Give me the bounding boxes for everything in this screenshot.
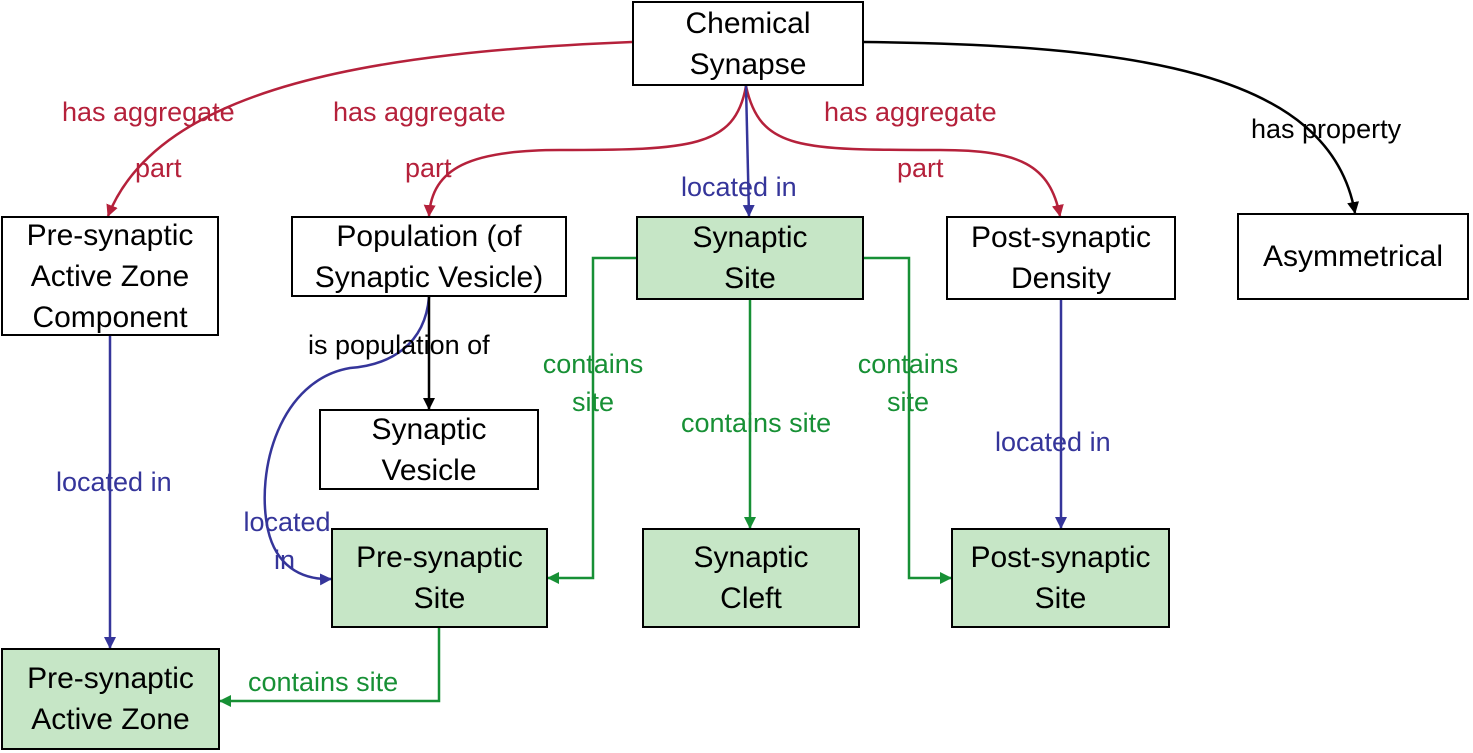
label-line: site bbox=[571, 387, 615, 417]
node-text-line: Cleft bbox=[720, 582, 782, 615]
node-text-line: Asymmetrical bbox=[1262, 240, 1443, 273]
label-has-aggregate-part-left: has aggregate bbox=[62, 93, 235, 131]
node-text-line: Synaptic bbox=[692, 221, 808, 254]
label-line: has aggregate bbox=[62, 97, 235, 127]
node-text-line: Active Zone bbox=[31, 703, 190, 736]
node-text-line: Synaptic bbox=[693, 541, 809, 574]
label-line: located in bbox=[681, 172, 797, 202]
node-synaptic-site: Synaptic Site bbox=[636, 216, 864, 300]
label-line: part bbox=[897, 153, 944, 183]
edge-contains-site-to-active-zone bbox=[219, 627, 441, 707]
node-text-line: Component bbox=[32, 300, 188, 334]
node-text-line: Post-synaptic bbox=[970, 541, 1151, 574]
node-text-line: Site bbox=[1034, 582, 1087, 615]
edge-contains-site-to-pre-site bbox=[547, 256, 636, 584]
label-line: site bbox=[886, 387, 930, 417]
node-synaptic-vesicle: Synaptic Vesicle bbox=[319, 409, 539, 490]
label-line: in bbox=[274, 545, 296, 575]
node-synaptic-cleft: Synaptic Cleft bbox=[642, 528, 860, 628]
label-part-right: part bbox=[897, 149, 944, 187]
node-chemical-synapse: Chemical Synapse bbox=[632, 1, 864, 86]
label-part-mid: part bbox=[405, 149, 452, 187]
label-has-aggregate-part-mid: has aggregate bbox=[333, 93, 506, 131]
label-line: is population of bbox=[308, 330, 490, 360]
label-has-aggregate-part-right: has aggregate bbox=[824, 93, 997, 131]
edge-has-property-to-asymmetrical bbox=[863, 40, 1360, 214]
label-line: has aggregate bbox=[333, 97, 506, 127]
edge-contains-site-to-post-site bbox=[864, 256, 952, 584]
label-line: part bbox=[135, 153, 182, 183]
label-line: has property bbox=[1251, 114, 1402, 144]
node-text-line: Synaptic Vesicle) bbox=[314, 260, 544, 294]
node-text-line: Density bbox=[1010, 262, 1112, 295]
node-text-line: Population (of bbox=[336, 219, 522, 253]
node-text-line: Synapse bbox=[689, 47, 807, 81]
label-line: part bbox=[405, 153, 452, 183]
edge-has-aggregate-part-to-population bbox=[423, 85, 748, 217]
label-part-left: part bbox=[135, 149, 182, 187]
node-pre-synaptic-active-zone-component: Pre-synaptic Active Zone Component bbox=[1, 216, 219, 336]
label-contains-site-bottom: contains site bbox=[248, 663, 398, 701]
node-text-line: Pre-synaptic bbox=[27, 662, 194, 695]
label-line: located bbox=[243, 507, 331, 537]
node-text-line: Post-synaptic bbox=[970, 221, 1152, 254]
label-line: contains bbox=[542, 349, 644, 379]
node-text-line: Pre-synaptic bbox=[26, 218, 194, 252]
node-text-line: Site bbox=[724, 262, 776, 295]
label-line: has aggregate bbox=[824, 97, 997, 127]
node-text-line: Pre-synaptic bbox=[356, 541, 523, 574]
edge-located-in-to-synaptic-site bbox=[742, 85, 755, 217]
label-line: contains site bbox=[681, 408, 832, 438]
node-text-line: Synaptic bbox=[371, 412, 487, 446]
node-text-line: Active Zone bbox=[30, 259, 190, 293]
node-post-synaptic-density: Post-synaptic Density bbox=[946, 216, 1176, 300]
label-contains-site-left: contains site bbox=[533, 345, 653, 421]
node-pre-synaptic-site: Pre-synaptic Site bbox=[331, 528, 548, 628]
node-population-of-synaptic-vesicle: Population (of Synaptic Vesicle) bbox=[291, 216, 567, 297]
label-contains-site-center: contains site bbox=[681, 404, 831, 442]
node-asymmetrical: Asymmetrical bbox=[1237, 213, 1469, 300]
edge-has-aggregate-part-to-active-zone-component bbox=[106, 40, 633, 217]
label-located-in-post-site: located in bbox=[995, 423, 1111, 461]
label-contains-site-right: contains site bbox=[848, 345, 968, 421]
node-text-line: Chemical bbox=[685, 6, 811, 40]
label-is-population-of: is population of bbox=[308, 326, 490, 364]
node-pre-synaptic-active-zone: Pre-synaptic Active Zone bbox=[1, 648, 220, 750]
label-has-property: has property bbox=[1251, 110, 1401, 148]
label-line: contains site bbox=[248, 667, 399, 697]
node-text-line: Site bbox=[413, 582, 466, 615]
node-post-synaptic-site: Post-synaptic Site bbox=[951, 528, 1170, 628]
edge-located-in-to-pre-site bbox=[263, 296, 431, 586]
edge-has-aggregate-part-to-post-density bbox=[744, 85, 1064, 217]
label-line: located in bbox=[995, 427, 1111, 457]
label-located-in-pre-site: located in bbox=[236, 503, 338, 579]
label-located-in-active-zone: located in bbox=[56, 463, 172, 501]
node-text-line: Vesicle bbox=[381, 453, 477, 487]
label-line: located in bbox=[56, 467, 172, 497]
label-line: contains bbox=[857, 349, 959, 379]
label-located-in-synaptic-site: located in bbox=[681, 168, 797, 206]
